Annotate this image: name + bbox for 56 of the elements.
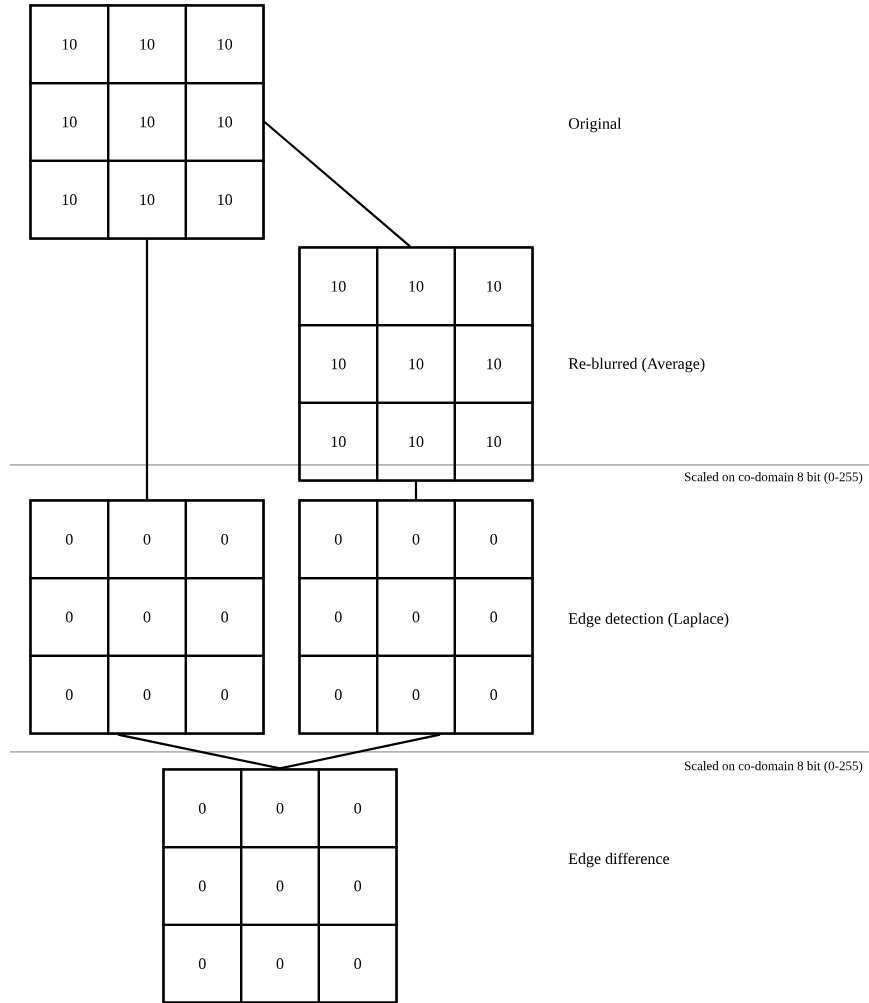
connector-line (117, 733, 281, 770)
grid-cell: 0 (29, 499, 110, 580)
scale-note: Scaled on co-domain 8 bit (0-255) (684, 761, 863, 773)
grid-cell: 0 (376, 577, 456, 657)
scale-note: Scaled on co-domain 8 bit (0-255) (684, 472, 863, 484)
grid-cell: 10 (184, 82, 265, 162)
grid-caption: Original (568, 117, 622, 133)
grid-cell: 0 (376, 499, 456, 580)
grid-cell: 0 (376, 654, 456, 735)
grid-cell: 10 (298, 324, 379, 404)
grid-cell: 0 (29, 577, 110, 657)
grid-cell: 10 (376, 246, 456, 327)
grid-cell: 0 (107, 577, 187, 657)
grid-cell: 0 (184, 577, 265, 657)
grid-cell: 0 (317, 768, 398, 849)
grid-cell: 0 (453, 577, 534, 657)
grid-cell: 10 (107, 159, 187, 240)
grid-cell: 10 (29, 82, 110, 162)
grid-cell: 10 (29, 4, 110, 85)
connector-line (414, 481, 418, 500)
grid-cell: 10 (184, 4, 265, 85)
grid-cell: 0 (298, 577, 379, 657)
grid-cell: 0 (107, 654, 187, 735)
grid-cell: 10 (453, 246, 534, 327)
grid-caption: Edge detection (Laplace) (568, 612, 729, 628)
grid-cell: 0 (29, 654, 110, 735)
grid-caption: Re-blurred (Average) (568, 357, 705, 373)
grid-cell: 0 (162, 846, 243, 926)
grid-cell: 0 (317, 846, 398, 926)
grid-cell: 10 (453, 324, 534, 404)
grid-caption: Edge difference (568, 852, 670, 868)
grid-cell: 10 (29, 159, 110, 240)
grid-cell: 0 (240, 923, 320, 1003)
grid-cell: 0 (240, 846, 320, 926)
grid-cell: 0 (453, 499, 534, 580)
grid-cell: 10 (376, 401, 456, 482)
grid-cell: 0 (453, 654, 534, 735)
grid-cell: 0 (184, 499, 265, 580)
grid-cell: 10 (376, 324, 456, 404)
connector-line (145, 239, 149, 500)
grid-cell: 0 (162, 923, 243, 1003)
grid-cell: 0 (162, 768, 243, 849)
grid-cell: 10 (107, 4, 187, 85)
grid-cell: 10 (107, 82, 187, 162)
grid-cell: 10 (184, 159, 265, 240)
connector-line (279, 733, 441, 770)
grid-cell: 10 (453, 401, 534, 482)
grid-cell: 0 (107, 499, 187, 580)
grid-cell: 10 (298, 246, 379, 327)
grid-cell: 0 (298, 499, 379, 580)
grid-cell: 0 (298, 654, 379, 735)
grid-cell: 0 (240, 768, 320, 849)
grid-cell: 10 (298, 401, 379, 482)
connector-line (263, 121, 411, 248)
grid-cell: 0 (184, 654, 265, 735)
grid-cell: 0 (317, 923, 398, 1003)
